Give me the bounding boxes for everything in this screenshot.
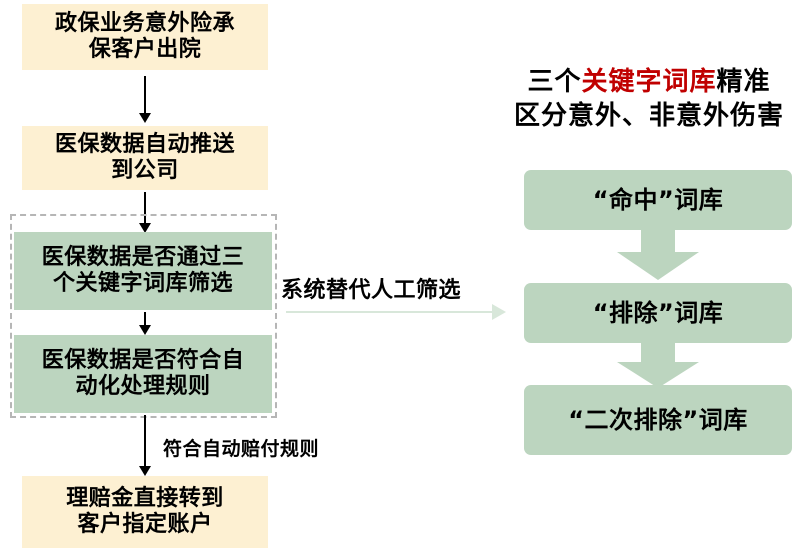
- title-part-keyword: 关键字词库: [581, 67, 717, 97]
- flow-step-2-label: 医保数据自动推送 到公司: [54, 132, 235, 183]
- flow-step-5-label: 理赔金直接转到 客户指定账户: [66, 486, 224, 537]
- right-panel-title-line1: 三个关键字词库精准: [496, 66, 802, 100]
- block-arrow-hit-to-exclude: [613, 230, 703, 280]
- lexicon-box-hit-label: “命中”词库: [592, 185, 724, 214]
- flow-step-2: 医保数据自动推送 到公司: [22, 126, 268, 190]
- right-panel-title-line2: 区分意外、非意外伤害: [513, 100, 784, 131]
- flow-step-3: 医保数据是否通过三 个关键字词库筛选: [14, 232, 272, 310]
- connector-arrow-to-lexicons: [286, 311, 504, 313]
- arrow-step2-to-step3: [144, 192, 146, 224]
- title-part-suffix: 精准: [716, 67, 771, 97]
- arrow-step1-to-step2: [144, 76, 146, 114]
- lexicon-box-hit: “命中”词库: [524, 170, 792, 230]
- lexicon-box-second-exclude-label: “二次排除”词库: [568, 405, 748, 434]
- lexicon-box-exclude-label: “排除”词库: [592, 298, 724, 327]
- edge-label-auto-payout: 符合自动赔付规则: [163, 438, 320, 460]
- flow-step-4: 医保数据是否符合自 动化处理规则: [14, 335, 272, 413]
- title-part-prefix: 三个: [527, 67, 582, 97]
- flow-step-3-label: 医保数据是否通过三 个关键字词库筛选: [41, 245, 245, 296]
- flow-step-4-label: 医保数据是否符合自 动化处理规则: [41, 348, 245, 399]
- connector-label-system-replaces-manual: 系统替代人工筛选: [281, 278, 462, 303]
- flow-step-1-label: 政保业务意外险承 保客户出院: [54, 11, 235, 62]
- lexicon-box-exclude: “排除”词库: [524, 283, 792, 343]
- flow-step-5: 理赔金直接转到 客户指定账户: [22, 476, 268, 548]
- block-arrow-exclude-to-second-exclude: [613, 343, 703, 388]
- arrow-step4-to-step5: [144, 415, 146, 467]
- flow-step-1: 政保业务意外险承 保客户出院: [22, 4, 268, 70]
- arrow-step3-to-step4: [144, 312, 146, 326]
- lexicon-box-second-exclude: “二次排除”词库: [524, 385, 792, 455]
- right-panel-title: 三个关键字词库精准 区分意外、非意外伤害: [496, 66, 802, 134]
